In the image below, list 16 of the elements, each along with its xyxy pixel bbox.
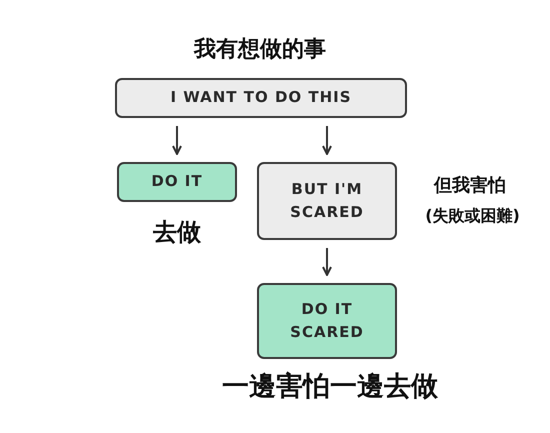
node-label: 但我害怕 [432, 174, 507, 197]
node-label: 一邊害怕一邊去做 [221, 370, 439, 404]
box-label: BUT I'M SCARED [289, 178, 365, 223]
arrow [322, 126, 332, 155]
box-label: I WANT TO DO THIS [170, 87, 352, 108]
process-box [257, 283, 397, 359]
arrow [322, 248, 332, 276]
process-box [115, 78, 407, 118]
box-label: DO IT [151, 171, 203, 192]
box-label: DO IT SCARED [289, 298, 365, 343]
process-box [257, 162, 397, 240]
process-box [117, 162, 237, 202]
node-label: 去做 [152, 217, 202, 248]
node-label: (失敗或困難) [424, 206, 521, 227]
node-label: 我有想做的事 [192, 36, 327, 64]
arrow [172, 126, 182, 155]
